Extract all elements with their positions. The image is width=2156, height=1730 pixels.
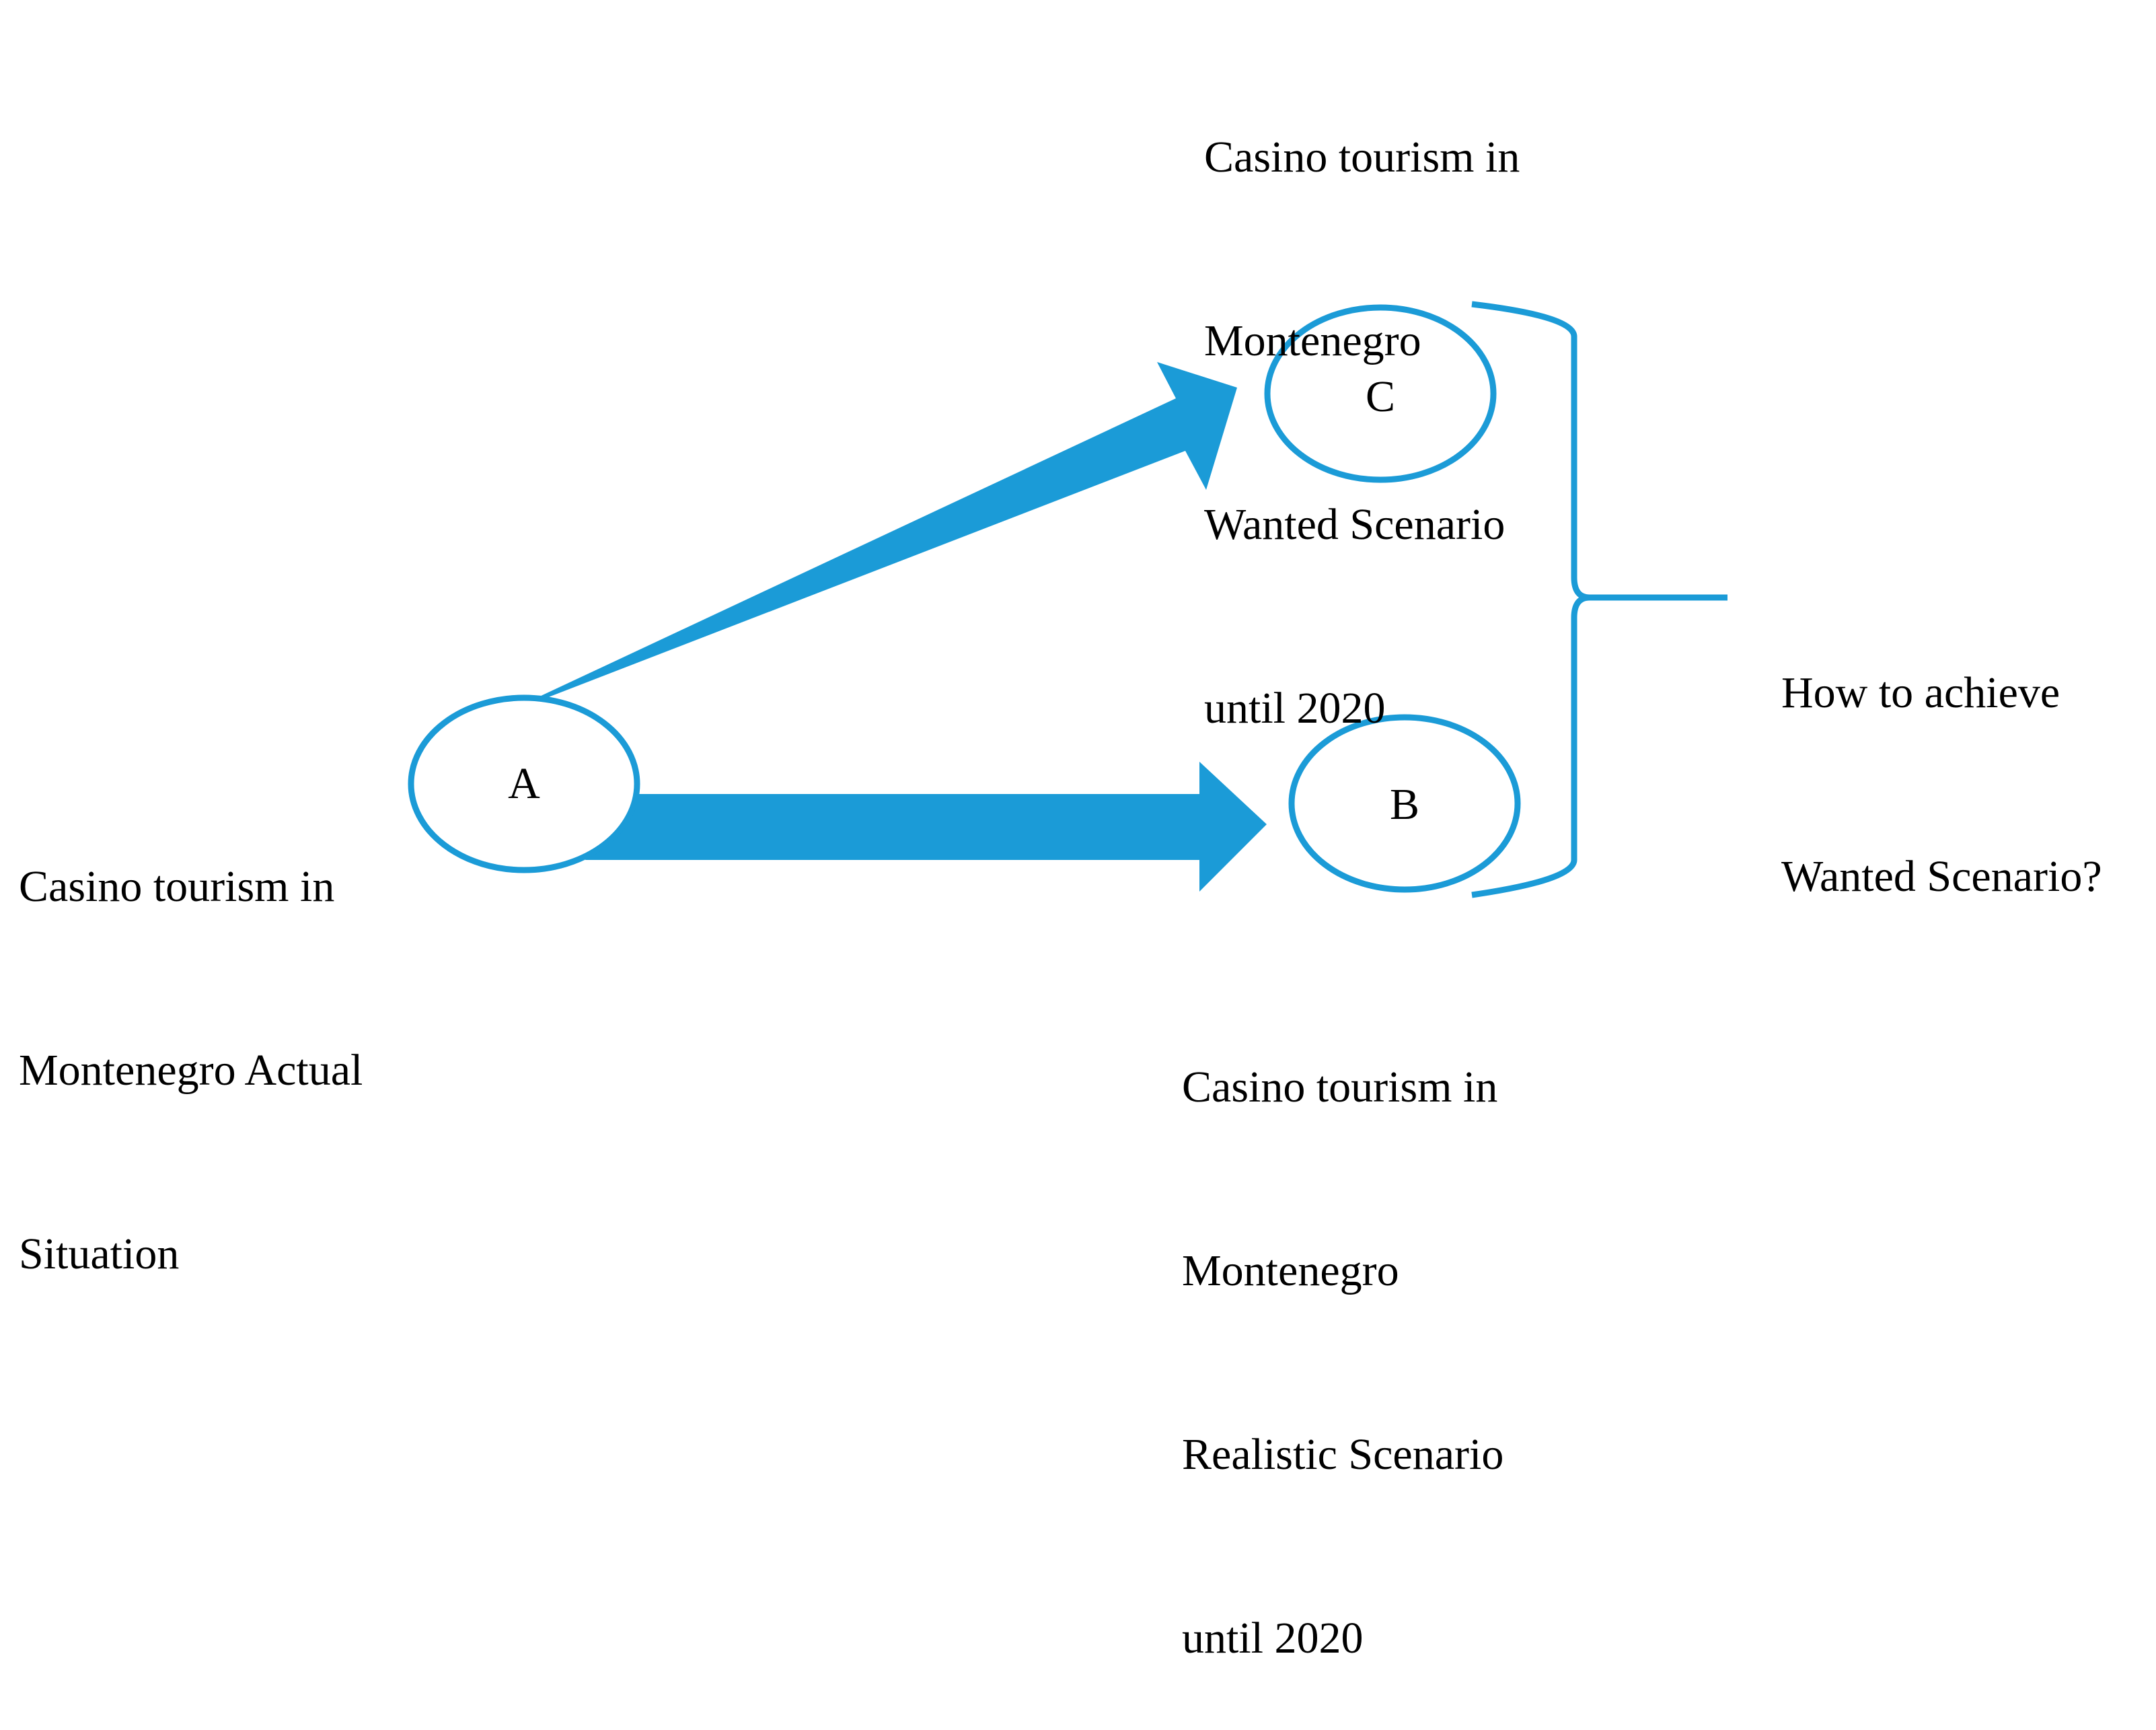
label-line: Situation [19,1229,180,1278]
arrow-a-to-c [538,362,1237,700]
node-c-ellipse [1264,304,1497,483]
node-c-letter: C [1366,372,1395,421]
label-line: Montenegro [1182,1246,1399,1295]
node-b-ellipse [1288,714,1521,893]
label-line: until 2020 [1182,1614,1364,1663]
node-b-letter: B [1390,780,1419,829]
right-brace [1471,301,1727,898]
label-line: Wanted Scenario [1204,500,1506,549]
node-a-ellipse [408,694,640,873]
arrow-a-to-b [585,762,1267,892]
label-line: Casino tourism in [19,862,335,911]
label-line: How to achieve [1781,668,2060,717]
label-line: Casino tourism in [1182,1062,1498,1112]
node-a-letter: A [508,759,540,808]
label-line: until 2020 [1204,684,1386,733]
label-actual-situation: Casino tourism in Montenegro Actual Situ… [19,733,363,1346]
label-realistic-scenario: Casino tourism in Montenegro Realistic S… [1182,934,1503,1730]
label-line: Casino tourism in [1204,133,1520,182]
label-wanted-scenario: Casino tourism in Montenegro Wanted Scen… [1204,4,1520,800]
label-line: Realistic Scenario [1182,1430,1504,1479]
label-line: Montenegro [1204,316,1421,365]
label-line: Wanted Scenario? [1781,852,2102,901]
label-line: Montenegro Actual [19,1046,363,1095]
scenario-diagram: A C B [408,301,1727,898]
label-how-to-achieve: How to achieve Wanted Scenario? [1781,540,2102,968]
